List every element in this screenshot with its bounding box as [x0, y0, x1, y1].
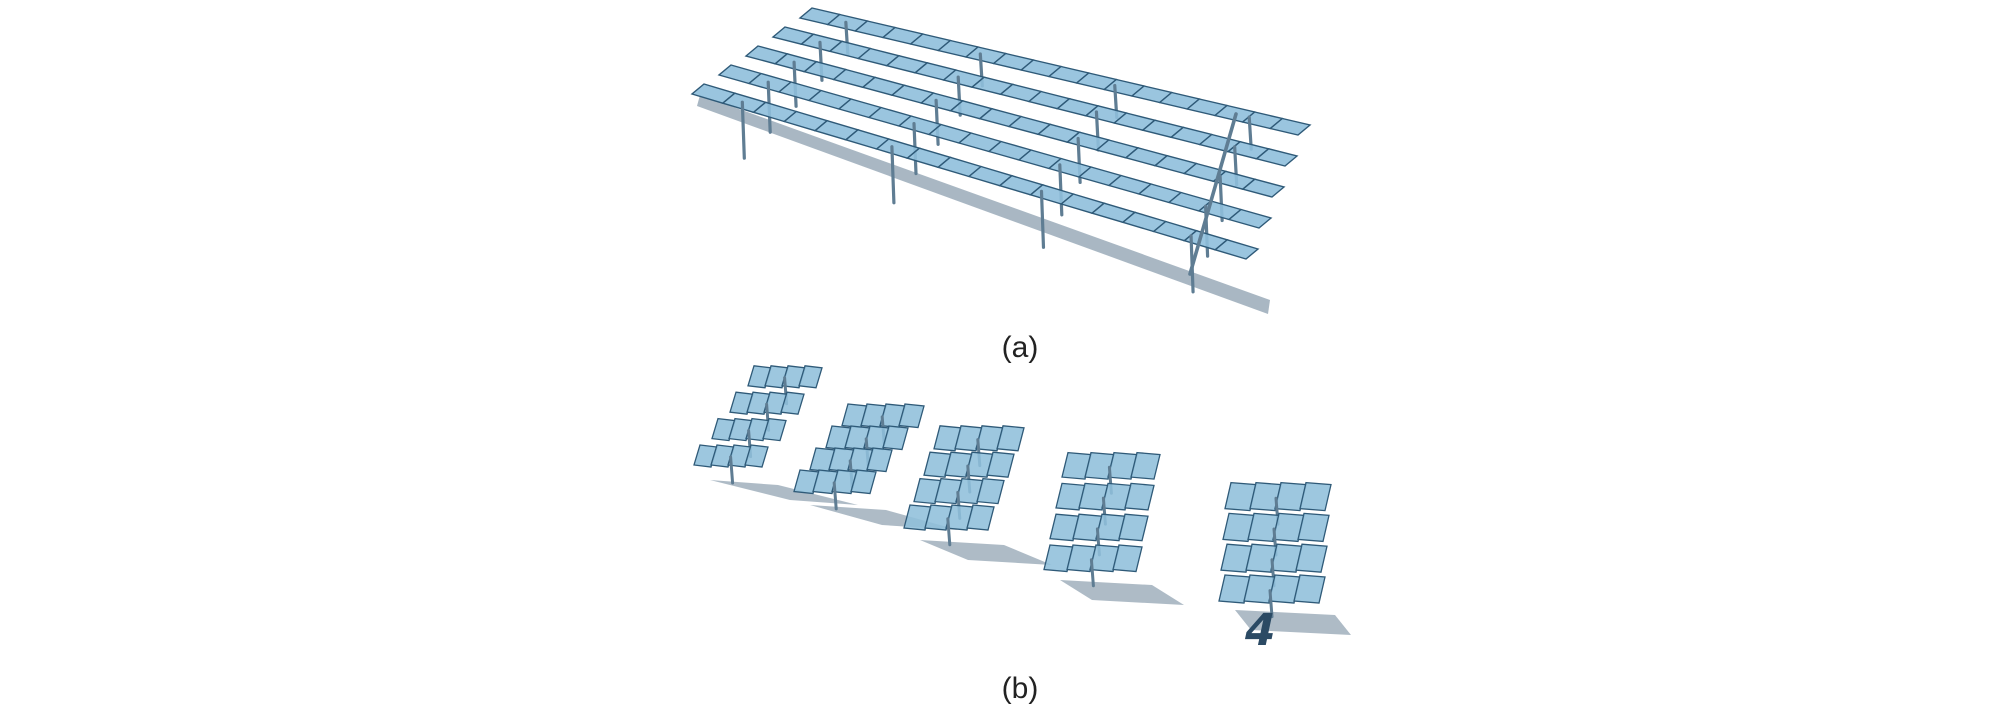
solar-panel — [1241, 178, 1286, 198]
support-post — [890, 145, 896, 205]
solar-panel — [762, 417, 787, 442]
solar-panel — [976, 477, 1005, 505]
solar-panel — [1061, 451, 1092, 480]
caption-b: (b) — [1001, 672, 1039, 705]
support-post — [934, 98, 940, 146]
solar-panel — [1255, 148, 1299, 167]
table-shadow — [920, 540, 1052, 565]
solar-panel — [1249, 481, 1282, 512]
solar-panel — [764, 365, 789, 389]
solar-panel — [1049, 513, 1080, 542]
solar-panel — [693, 444, 718, 468]
solar-panel — [913, 477, 942, 505]
solar-panel — [924, 504, 953, 531]
solar-panel — [850, 469, 877, 495]
support-post — [1039, 189, 1046, 249]
solar-panel — [1247, 512, 1280, 543]
solar-panel — [728, 417, 753, 442]
solar-panel — [882, 425, 909, 451]
solar-panel — [933, 425, 962, 452]
solar-panel — [1055, 482, 1086, 511]
solar-panel — [1243, 574, 1276, 604]
caption-a: (a) — [1001, 331, 1039, 364]
support-post — [740, 100, 746, 160]
solar-panel — [996, 425, 1025, 452]
support-post — [1268, 589, 1274, 619]
solar-panel — [923, 451, 952, 478]
solar-panel — [898, 403, 925, 429]
solar-panel — [1293, 574, 1326, 604]
solar-panel — [710, 444, 735, 468]
solar-panel — [1245, 543, 1278, 573]
scene-a-long-rows — [690, 7, 1312, 314]
solar-panel — [1295, 543, 1328, 573]
solar-panel — [1078, 482, 1109, 511]
solar-panel — [1084, 451, 1115, 480]
solar-panel — [744, 444, 769, 468]
table-shadow — [1060, 580, 1184, 605]
solar-panel — [1112, 544, 1143, 573]
solar-panel — [1220, 543, 1253, 573]
solar-panel — [1218, 574, 1251, 604]
solar-panel — [812, 469, 839, 495]
solar-panel — [1072, 513, 1103, 542]
solar-panel — [1066, 544, 1097, 573]
solar-panel — [747, 365, 772, 389]
solar-panel — [793, 469, 820, 495]
solar-panel — [1118, 513, 1149, 542]
table-shadow — [1235, 610, 1351, 635]
support-post — [729, 455, 735, 485]
solar-panel — [944, 451, 973, 478]
solar-panel — [1299, 481, 1332, 512]
solar-panel — [1222, 512, 1255, 543]
solar-panel — [1297, 512, 1330, 543]
solar-panel — [746, 391, 771, 415]
support-post — [946, 517, 952, 547]
table-shadow — [710, 480, 858, 505]
solar-panel — [711, 417, 736, 442]
solar-panel — [966, 504, 995, 531]
solar-panel — [729, 391, 754, 415]
solar-panel — [1213, 239, 1260, 260]
solar-panel — [1124, 482, 1155, 511]
solar-panel — [1130, 451, 1161, 480]
solar-panel — [1227, 208, 1273, 229]
annotation-mark: 4 — [1239, 605, 1281, 656]
solar-panel — [986, 451, 1015, 478]
solar-panel — [866, 447, 893, 473]
support-post — [1089, 558, 1095, 588]
solar-panel — [1043, 544, 1074, 573]
solar-panel — [903, 504, 932, 531]
solar-panel — [954, 425, 983, 452]
support-post — [832, 481, 838, 511]
ground-shadow — [697, 95, 1270, 314]
solar-panel — [798, 365, 823, 389]
scene-b-tracker-tables — [693, 365, 1351, 635]
support-post — [1188, 112, 1238, 276]
solar-panel — [1268, 117, 1312, 136]
solar-panel — [1224, 481, 1257, 512]
solar-panel — [934, 477, 963, 505]
solar-panel — [780, 391, 805, 415]
